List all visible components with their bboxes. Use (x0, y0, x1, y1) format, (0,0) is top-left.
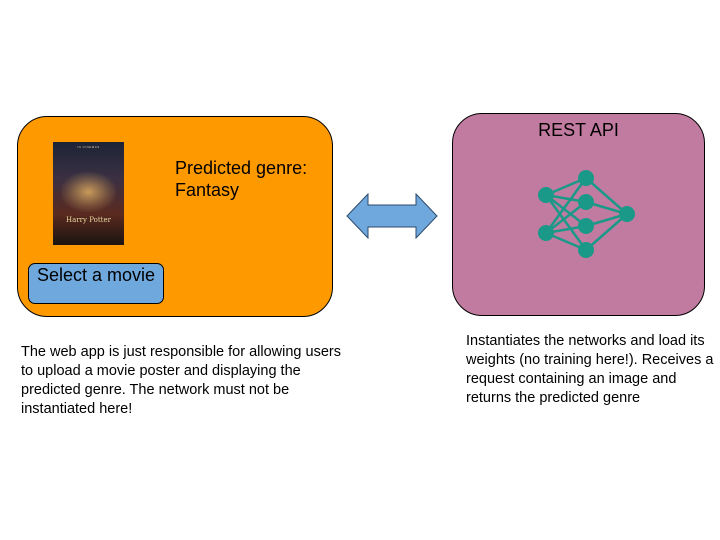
poster-title: Harry Potter (66, 216, 111, 224)
select-movie-button[interactable]: Select a movie (28, 263, 164, 304)
movie-poster-image: IN CINEMAS Harry Potter (53, 142, 124, 245)
neural-network-icon (538, 170, 635, 258)
rest-api-title: REST API (538, 120, 619, 140)
poster-glow (61, 172, 116, 212)
poster-top-text: IN CINEMAS (77, 145, 100, 149)
web-app-description: The web app is just responsible for allo… (21, 344, 341, 417)
double-arrow-icon (346, 193, 438, 239)
api-description: Instantiates the networks and load its w… (466, 333, 714, 406)
predicted-genre: Predicted genre: Fantasy (175, 157, 325, 201)
predicted-genre-label: Predicted genre: (175, 158, 308, 178)
predicted-genre-value: Fantasy (175, 180, 240, 200)
rest-api-box (452, 113, 705, 316)
